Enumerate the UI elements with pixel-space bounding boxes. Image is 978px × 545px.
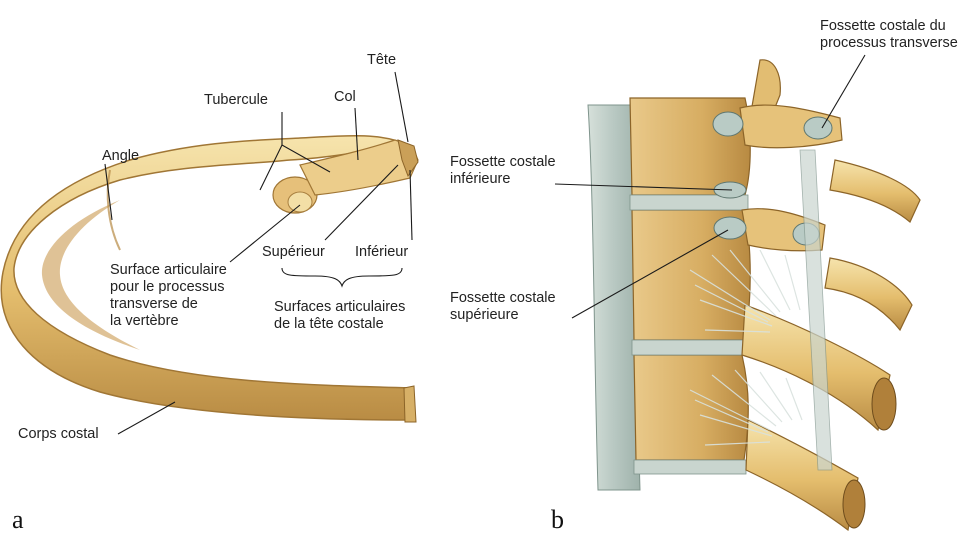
radiate-ligament-1 — [689, 249, 801, 333]
panel-letter-b: b — [551, 505, 564, 534]
label-fossette-superieure: Fossette costale supérieure — [450, 290, 556, 323]
label-tete: Tête — [367, 52, 397, 68]
label-fossette-transverse: Fossette costale du processus transverse — [820, 18, 958, 51]
leader-fossette-transverse — [821, 54, 866, 129]
label-inferieur: Inférieur — [355, 244, 409, 260]
facet-transverse-upper — [803, 116, 833, 140]
leader-inferieur — [409, 169, 413, 241]
rib-tubercle-facet — [287, 191, 313, 213]
intervertebral-disc-1 — [629, 194, 749, 211]
rib-illustration — [0, 134, 419, 423]
rib-head-facet — [397, 139, 419, 178]
leader-superieur — [324, 164, 399, 241]
costotransverse-ligament — [799, 149, 833, 471]
intervertebral-disc-2 — [631, 339, 749, 356]
rib-right-2 — [824, 257, 913, 332]
label-surface-articulaire: Surface articulaire pour le processus tr… — [110, 262, 227, 329]
rib-inner-shadow — [41, 200, 140, 350]
leader-lines-a — [104, 71, 413, 435]
intervertebral-disc-3 — [633, 459, 747, 475]
leader-lines-b — [554, 54, 866, 319]
leader-col — [354, 107, 359, 161]
radiate-ligament-2 — [689, 369, 803, 446]
facet-body-upper — [712, 111, 744, 137]
label-corps-costal: Corps costal — [18, 426, 99, 442]
leader-tete — [394, 71, 409, 143]
rib-angle-ridge — [106, 169, 121, 251]
rib-cut-end-2 — [842, 479, 866, 529]
leader-angle — [104, 163, 113, 221]
vertebral-column-illustration — [587, 59, 921, 532]
label-surfaces-articulaires-tete: Surfaces articulaires de la tête costale — [274, 299, 406, 332]
rib-lower-2 — [745, 419, 859, 532]
label-col: Col — [334, 89, 356, 105]
leader-corps-costal — [117, 401, 176, 435]
rib-right-1 — [829, 159, 921, 223]
rib-anterior-end — [403, 385, 417, 423]
brace-surfaces — [281, 267, 403, 288]
panel-letter-a: a — [12, 505, 24, 534]
label-angle: Angle — [102, 148, 140, 164]
leader-fossette-superieure — [571, 229, 729, 319]
label-superieur: Supérieur — [262, 244, 325, 260]
leader-surface-articulaire — [229, 204, 301, 263]
label-tubercule: Tubercule — [204, 92, 268, 108]
leader-fossette-inferieure — [554, 183, 733, 191]
rib-cut-end-1 — [871, 377, 897, 431]
label-fossette-inferieure: Fossette costale inférieure — [450, 154, 556, 187]
